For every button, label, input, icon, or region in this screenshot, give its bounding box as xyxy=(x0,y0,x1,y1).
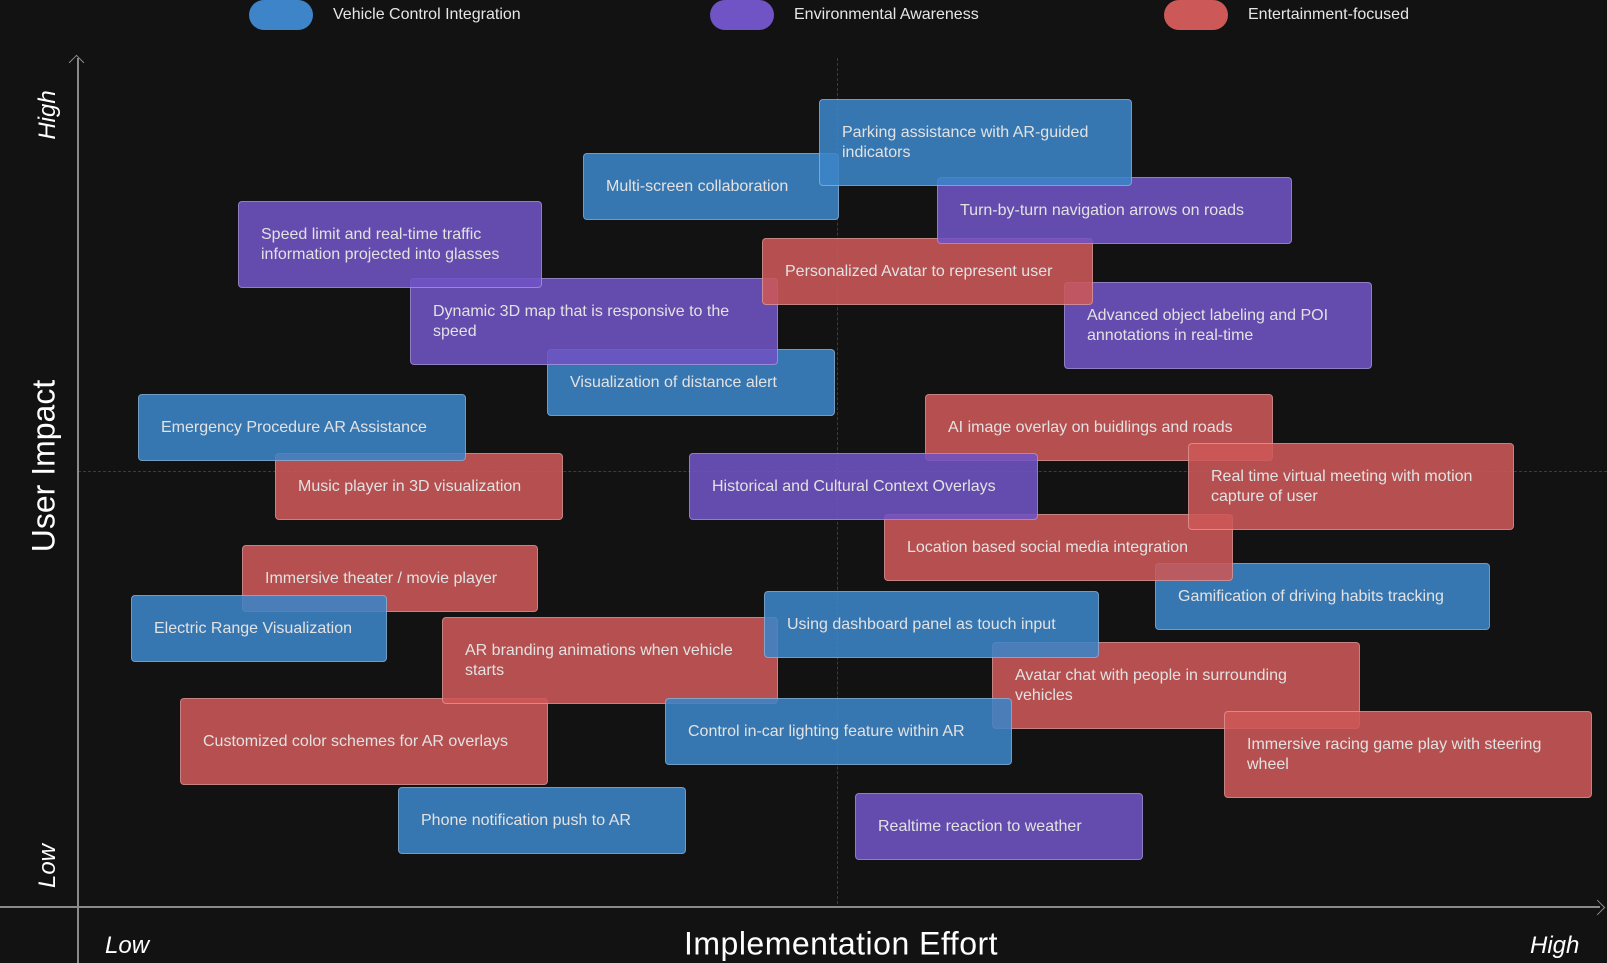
card-using-dashboard-panel: Using dashboard panel as touch input xyxy=(764,591,1099,658)
card-customized-color-schemes: Customized color schemes for AR overlays xyxy=(180,698,548,785)
blue-pill-swatch-icon xyxy=(249,0,313,30)
x-axis-high-label: High xyxy=(1530,932,1580,959)
card-speed-limit-traffic: Speed limit and real-time traffic inform… xyxy=(238,201,542,288)
x-axis-low-label: Low xyxy=(105,932,150,959)
card-music-player-3d: Music player in 3D visualization xyxy=(275,453,563,520)
x-axis-arrow-icon xyxy=(1589,899,1606,916)
card-control-in-car-lighting: Control in-car lighting feature within A… xyxy=(665,698,1012,765)
legend-label: Vehicle Control Integration xyxy=(333,6,521,23)
card-advanced-object-labeling: Advanced object labeling and POI annotat… xyxy=(1064,282,1372,369)
legend-item-entertainment: Entertainment-focused xyxy=(1164,0,1409,30)
card-multi-screen-collaboration: Multi-screen collaboration xyxy=(583,153,839,220)
legend-label: Entertainment-focused xyxy=(1248,6,1409,23)
card-historical-cultural-overlays: Historical and Cultural Context Overlays xyxy=(689,453,1038,520)
red-pill-swatch-icon xyxy=(1164,0,1228,30)
card-electric-range-visualization: Electric Range Visualization xyxy=(131,595,387,662)
purple-pill-swatch-icon xyxy=(710,0,774,30)
card-location-based-social-media: Location based social media integration xyxy=(884,514,1233,581)
card-parking-assistance: Parking assistance with AR-guided indica… xyxy=(819,99,1132,186)
y-axis-high-label: High xyxy=(34,90,61,140)
legend-item-environmental: Environmental Awareness xyxy=(710,0,979,30)
x-axis-line xyxy=(0,906,1600,908)
card-immersive-theater: Immersive theater / movie player xyxy=(242,545,538,612)
y-axis-line xyxy=(77,58,79,963)
y-axis-title: User Impact xyxy=(25,379,62,553)
x-axis-title: Implementation Effort xyxy=(683,925,999,962)
card-phone-notification-push: Phone notification push to AR xyxy=(398,787,686,854)
legend-item-vehicle-control: Vehicle Control Integration xyxy=(249,0,521,30)
card-immersive-racing-game: Immersive racing game play with steering… xyxy=(1224,711,1592,798)
card-real-time-virtual-meeting: Real time virtual meeting with motion ca… xyxy=(1188,443,1514,530)
card-ar-branding-animations: AR branding animations when vehicle star… xyxy=(442,617,778,704)
card-realtime-reaction-weather: Realtime reaction to weather xyxy=(855,793,1143,860)
y-axis-arrow-icon xyxy=(68,54,85,71)
card-emergency-procedure-ar: Emergency Procedure AR Assistance xyxy=(138,394,466,461)
card-personalized-avatar: Personalized Avatar to represent user xyxy=(762,238,1093,305)
card-dynamic-3d-map: Dynamic 3D map that is responsive to the… xyxy=(410,278,778,365)
legend-label: Environmental Awareness xyxy=(794,6,979,23)
y-axis-low-label: Low xyxy=(34,843,61,889)
card-turn-by-turn-navigation: Turn-by-turn navigation arrows on roads xyxy=(937,177,1292,244)
